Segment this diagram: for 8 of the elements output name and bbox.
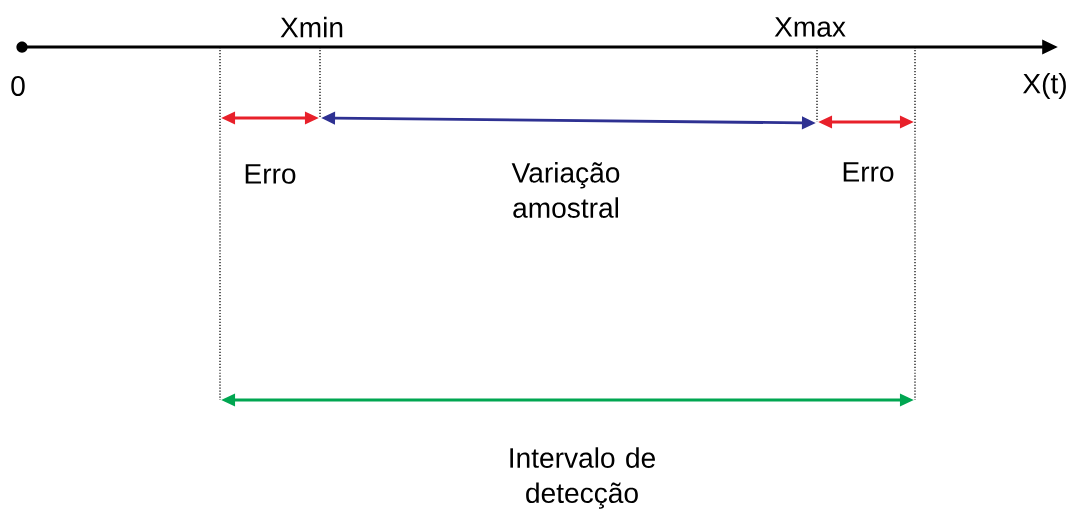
interval-label: Intervalo de detecção: [510, 447, 655, 509]
interval-label: Erro: [245, 164, 296, 184]
axis-label: Xmin: [280, 16, 343, 38]
axis-label: Xmax: [774, 17, 846, 37]
interval-label: Variação amostral: [511, 162, 620, 218]
axis-label: X(t): [1023, 72, 1066, 100]
interval-label: Erro: [843, 162, 894, 182]
axis-label: 0: [11, 76, 25, 96]
